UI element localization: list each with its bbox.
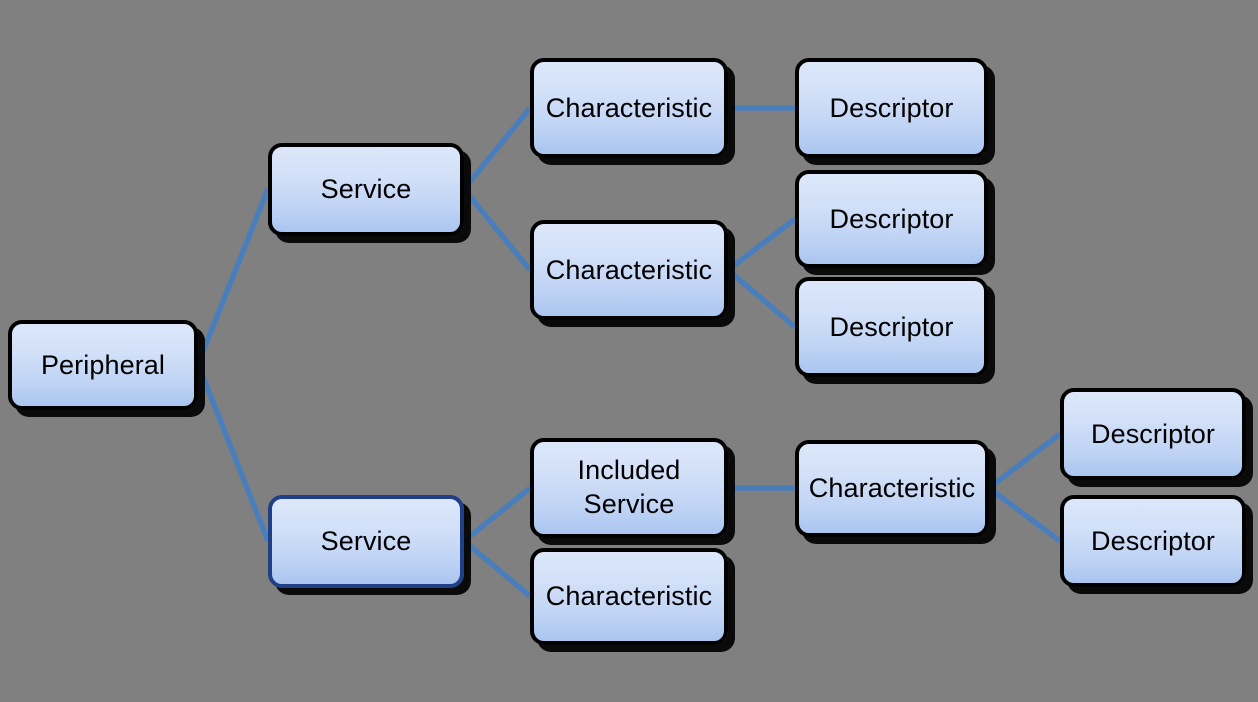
node-descriptor-4[interactable]: Descriptor bbox=[1060, 388, 1246, 480]
node-descriptor-3[interactable]: Descriptor bbox=[795, 277, 988, 377]
edge-service-top-characteristic-1 bbox=[461, 106, 533, 191]
node-label: Characteristic bbox=[808, 473, 976, 504]
node-service-bottom[interactable]: Service bbox=[268, 495, 464, 588]
node-label: Descriptor bbox=[829, 203, 954, 234]
node-descriptor-5[interactable]: Descriptor bbox=[1060, 495, 1246, 587]
edge-characteristic-2-descriptor-3 bbox=[726, 267, 797, 330]
edge-characteristic-4-descriptor-4 bbox=[987, 431, 1062, 491]
edge-characteristic-2-descriptor-2 bbox=[726, 216, 797, 273]
edge-peripheral-service-bottom bbox=[195, 362, 271, 543]
node-included-service[interactable]: Included Service bbox=[530, 438, 728, 538]
node-label: Characteristic bbox=[545, 254, 713, 285]
edge-service-top-characteristic-2 bbox=[461, 187, 533, 272]
node-service-top[interactable]: Service bbox=[268, 143, 464, 236]
node-characteristic-3[interactable]: Characteristic bbox=[530, 548, 728, 645]
node-label: Peripheral bbox=[40, 349, 166, 380]
node-label: Characteristic bbox=[545, 581, 713, 612]
node-label: Descriptor bbox=[829, 311, 954, 342]
edge-service-bottom-characteristic-3 bbox=[462, 538, 532, 599]
node-characteristic-1[interactable]: Characteristic bbox=[530, 58, 728, 158]
edge-service-bottom-included-service bbox=[462, 485, 532, 544]
node-label: Descriptor bbox=[1090, 525, 1216, 556]
node-label: Descriptor bbox=[1090, 418, 1216, 449]
node-descriptor-1[interactable]: Descriptor bbox=[795, 58, 988, 158]
node-label: Descriptor bbox=[829, 92, 954, 123]
node-peripheral[interactable]: Peripheral bbox=[8, 320, 198, 410]
edge-characteristic-4-descriptor-5 bbox=[987, 485, 1062, 544]
node-label: Characteristic bbox=[545, 92, 713, 123]
node-label: Included Service bbox=[577, 455, 681, 519]
node-label: Service bbox=[320, 526, 412, 557]
node-label: Service bbox=[320, 174, 412, 205]
node-characteristic-4[interactable]: Characteristic bbox=[795, 440, 989, 537]
node-characteristic-2[interactable]: Characteristic bbox=[530, 220, 728, 320]
node-descriptor-2[interactable]: Descriptor bbox=[795, 170, 988, 268]
edge-peripheral-service-top bbox=[195, 187, 271, 366]
